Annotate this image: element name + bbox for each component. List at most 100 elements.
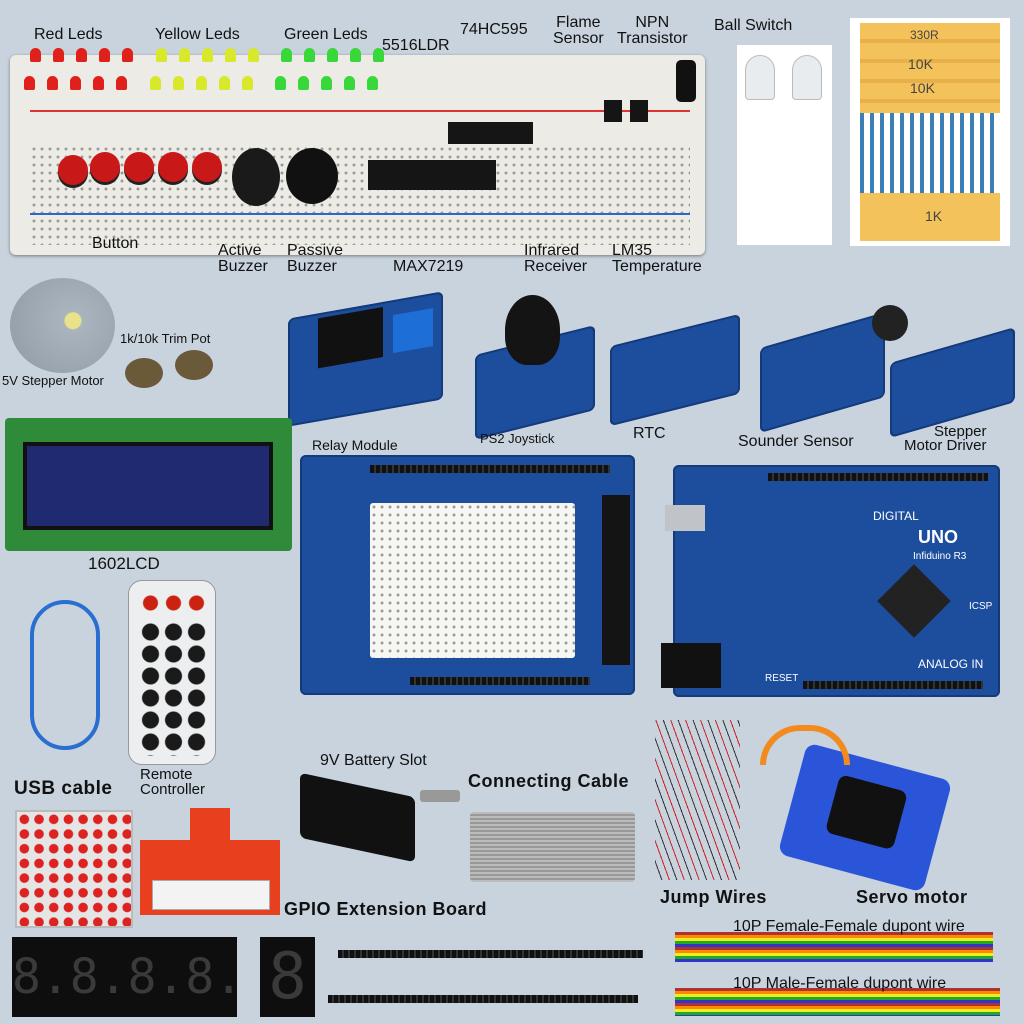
trim-pot [125, 358, 163, 388]
push-button [58, 155, 88, 185]
label-stepper-motor: 5V Stepper Motor [2, 373, 104, 388]
led [150, 76, 161, 90]
led [225, 48, 236, 62]
dc-plug [420, 790, 460, 802]
stepper-motor-driver [890, 327, 1015, 438]
led [242, 76, 253, 90]
ribbon-cable [470, 812, 635, 882]
four-digit-seven-segment-display: 8.8.8.8. [12, 937, 243, 1017]
led [93, 76, 104, 90]
label-lm35: LM35 Temperature [612, 242, 702, 275]
max7219-chip [368, 160, 496, 190]
push-button [192, 152, 222, 182]
gpio-extension-stem [190, 808, 230, 848]
led [173, 76, 184, 90]
led [275, 76, 286, 90]
led [122, 48, 133, 62]
servo-horn [760, 725, 850, 765]
label-relay-module: Relay Module [312, 437, 398, 453]
push-button [158, 152, 188, 182]
board-label-icsp: ICSP [969, 601, 993, 612]
label-ball-switch: Ball Switch [714, 17, 793, 34]
sounder-sensor-module [760, 312, 885, 433]
led [367, 76, 378, 90]
board-label-digital: DIGITAL [873, 509, 919, 523]
led [53, 48, 64, 62]
led [179, 48, 190, 62]
label-74hc595: 74HC595 [460, 21, 528, 38]
label-red-leds: Red Leds [34, 26, 103, 43]
active-buzzer [232, 148, 280, 206]
led [373, 48, 384, 62]
led [281, 48, 292, 62]
label-male-female-dupont: 10P Male-Female dupont wire [733, 975, 947, 992]
label-green-leds: Green Leds [284, 26, 368, 43]
label-max7219: MAX7219 [393, 258, 464, 275]
led [304, 48, 315, 62]
resistor-label: 330R [910, 28, 939, 42]
resistor-pack-image: 330R 10K 10K 1K [850, 18, 1010, 246]
pin-header [328, 995, 638, 1003]
single-seven-segment-display: 8 [260, 937, 315, 1017]
label-infrared-receiver: Infrared Receiver [524, 242, 588, 275]
led-matrix [15, 810, 133, 928]
label-stepper-motor-driver: Stepper Motor Driver [904, 423, 987, 454]
pin-header [338, 950, 643, 958]
lcd-1602 [5, 418, 292, 551]
led [321, 76, 332, 90]
rtc-module [610, 313, 740, 427]
label-1602lcd: 1602LCD [88, 554, 160, 573]
label-ps2-joystick: PS2 Joystick [480, 431, 555, 446]
lm35-sensor [630, 100, 648, 122]
led [248, 48, 259, 62]
led [196, 76, 207, 90]
label-female-female-dupont: 10P Female-Female dupont wire [733, 918, 965, 935]
resistor-label: 10K [908, 56, 933, 72]
battery-slot [300, 772, 415, 863]
led [70, 76, 81, 90]
led [350, 48, 361, 62]
relay-module [288, 291, 443, 427]
ball-switch-image [737, 45, 832, 245]
board-label-uno: UNO [918, 527, 958, 547]
label-jump-wires: Jump Wires [660, 887, 767, 907]
resistor-label: 1K [925, 208, 943, 224]
microphone [872, 305, 908, 341]
label-ldr: 5516LDR [382, 37, 450, 54]
capacitor [676, 60, 696, 102]
label-npn-transistor: NPN Transistor [617, 14, 688, 47]
label-remote-controller: Remote Controller [140, 766, 206, 798]
push-button [124, 152, 154, 182]
led [327, 48, 338, 62]
label-gpio-extension-board: GPIO Extension Board [284, 899, 488, 919]
servo-motor [777, 742, 953, 893]
led [202, 48, 213, 62]
trim-pot [175, 350, 213, 380]
led [30, 48, 41, 62]
74hc595-chip [448, 122, 533, 144]
label-flame-sensor: Flame Sensor [553, 14, 604, 47]
label-yellow-leds: Yellow Leds [155, 26, 240, 43]
female-female-dupont-wire [675, 932, 993, 962]
remote-controller [128, 580, 216, 765]
usb-cable [30, 600, 100, 750]
joystick-knob [505, 295, 560, 365]
label-trim-pot: 1k/10k Trim Pot [120, 331, 211, 346]
arduino-uno-board: DIGITAL UNO Infiduino R3 ICSP ANALOG IN … [661, 465, 1000, 697]
npn-transistor [604, 100, 622, 122]
led [298, 76, 309, 90]
prototype-shield [300, 455, 635, 695]
passive-buzzer [286, 148, 338, 204]
label-9v-battery-slot: 9V Battery Slot [320, 752, 427, 769]
board-label-model: Infiduino R3 [913, 551, 967, 562]
label-rtc: RTC [633, 425, 666, 442]
male-female-dupont-wire [675, 988, 1000, 1016]
led [344, 76, 355, 90]
board-label-reset: RESET [765, 673, 799, 684]
label-passive-buzzer: Passive Buzzer [287, 242, 344, 275]
led [116, 76, 127, 90]
label-active-buzzer: Active Buzzer [218, 242, 268, 275]
board-label-analog: ANALOG IN [918, 657, 984, 671]
label-connecting-cable: Connecting Cable [468, 771, 630, 791]
led [76, 48, 87, 62]
